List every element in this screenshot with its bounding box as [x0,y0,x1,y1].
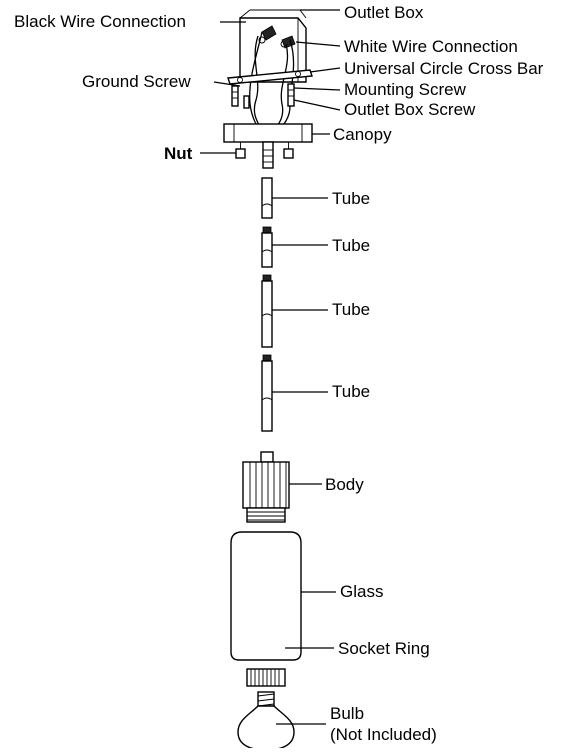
bulb [237,691,295,751]
body [242,451,290,523]
glass [230,531,302,661]
label-tube-4: Tube [332,382,371,401]
label-canopy: Canopy [333,125,392,144]
label-ground-screw: Ground Screw [82,72,191,91]
label-tube-1: Tube [332,189,371,208]
label-body: Body [325,475,364,494]
tube-4 [261,354,273,432]
threaded-stem [262,141,274,169]
label-black-wire-connection: Black Wire Connection [14,12,186,31]
tube-2 [261,226,273,268]
label-bulb: Bulb [330,704,365,723]
tube-3 [261,274,273,348]
label-universal-circle-cross-bar: Universal Circle Cross Bar [344,59,544,78]
black-wire-connection-nut [261,25,277,41]
leader-lines [200,9,341,725]
canopy [223,123,313,143]
label-tube-3: Tube [332,300,371,319]
screws [231,83,295,109]
label-glass: Glass [340,582,384,601]
universal-circle-cross-bar [227,69,313,85]
label-bulb-not-included: (Not Included) [330,725,437,744]
label-socket-ring: Socket Ring [338,639,430,658]
label-white-wire-connection: White Wire Connection [344,37,518,56]
label-outlet-box: Outlet Box [344,3,424,22]
label-nut: Nut [164,144,193,163]
label-outlet-box-screw: Outlet Box Screw [344,100,476,119]
label-tube-2: Tube [332,236,371,255]
tube-1 [261,177,273,219]
socket-ring [246,668,286,687]
label-mounting-screw: Mounting Screw [344,80,466,99]
